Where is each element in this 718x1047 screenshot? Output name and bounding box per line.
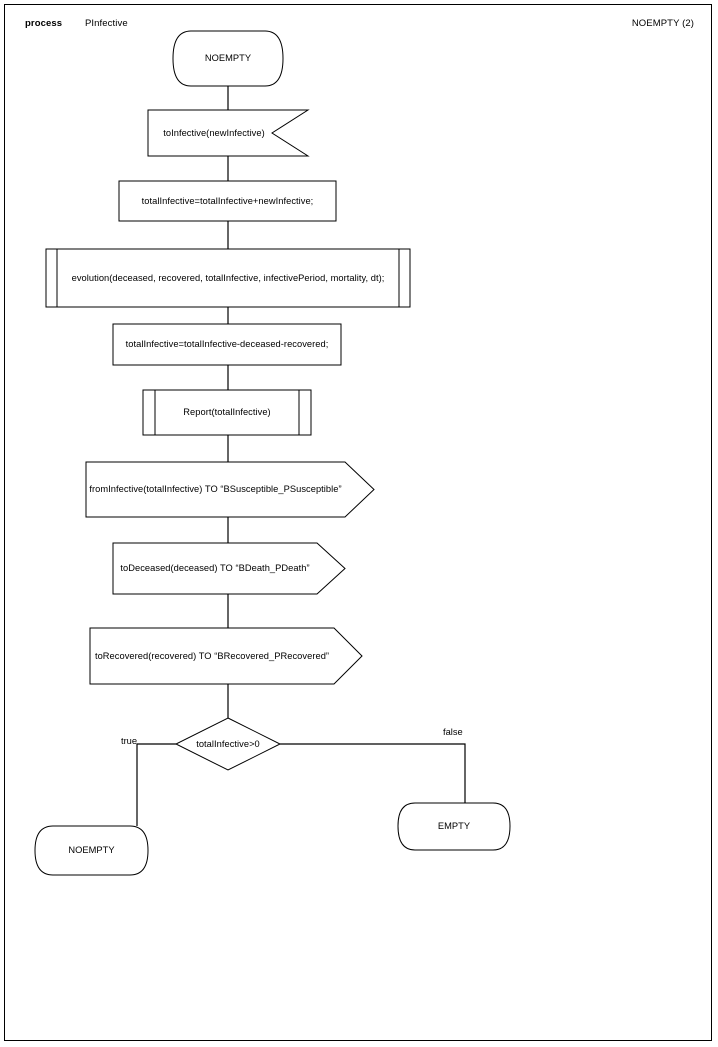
node-label-decision: totalInfective>0 xyxy=(196,739,260,749)
node-end-terminal-noempty[interactable] xyxy=(34,825,149,876)
node-label-signal-receive: toInfective(newInfective) xyxy=(163,128,265,138)
connector-decision-true-to-noempty xyxy=(136,743,176,826)
node-end-terminal-empty[interactable] xyxy=(397,802,511,851)
node-label-send-to-recovered: toRecovered(recovered) TO “BRecovered_PR… xyxy=(94,651,330,661)
edge-label-false: false xyxy=(443,727,463,737)
node-process-assign1[interactable] xyxy=(118,180,337,222)
node-label-report: Report(totalInfective) xyxy=(183,407,271,417)
header-process-name: PInfective xyxy=(85,18,128,29)
node-signal-send-to-recovered[interactable] xyxy=(89,627,363,685)
node-predefined-process-report[interactable] xyxy=(142,389,312,436)
node-signal-receive[interactable] xyxy=(147,109,310,157)
header-state-label: NOEMPTY (2) xyxy=(631,18,694,29)
edge-label-true: true xyxy=(121,736,138,746)
node-predefined-process-evolution[interactable] xyxy=(45,248,411,308)
header-kind-label: process xyxy=(25,18,63,29)
node-label-end-empty: EMPTY xyxy=(437,821,471,831)
node-label-end-noempty: NOEMPTY xyxy=(68,845,115,855)
node-label-send-to-deceased: toDeceased(deceased) TO “BDeath_PDeath” xyxy=(120,563,310,573)
node-decision[interactable] xyxy=(174,717,282,771)
node-label-start: NOEMPTY xyxy=(204,53,252,63)
connector-decision-false-to-empty xyxy=(280,743,466,803)
node-signal-send-to-deceased[interactable] xyxy=(112,542,346,595)
node-label-assign1: totalInfective=totalInfective+newInfecti… xyxy=(141,196,314,206)
node-start-terminal[interactable] xyxy=(172,30,284,87)
node-label-assign2: totalInfective=totalInfective-deceased-r… xyxy=(125,339,329,349)
node-label-evolution: evolution(deceased, recovered, totalInfe… xyxy=(71,273,385,283)
node-signal-send-from-infective[interactable] xyxy=(85,461,375,518)
node-process-assign2[interactable] xyxy=(112,323,342,366)
node-label-send-from-infective: fromInfective(totalInfective) TO “BSusce… xyxy=(89,484,342,494)
page-border xyxy=(4,4,712,1041)
